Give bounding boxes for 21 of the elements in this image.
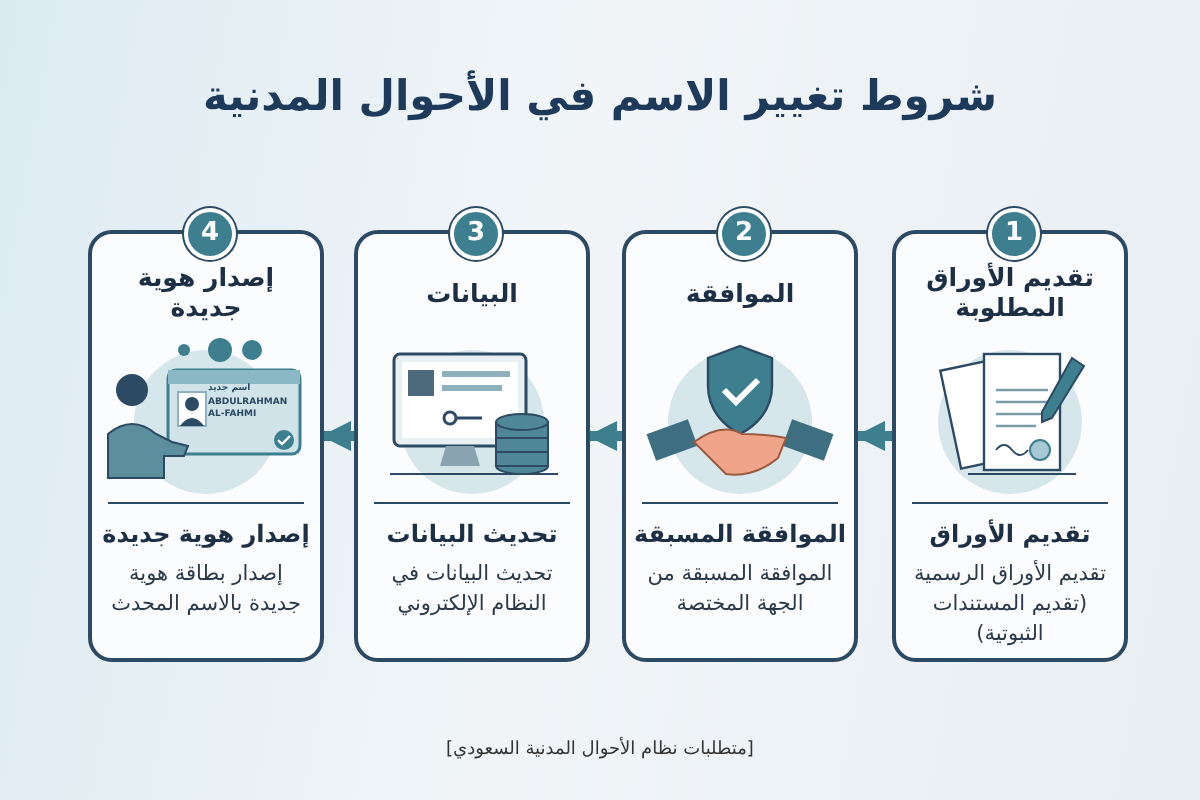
arrow [587, 421, 622, 451]
step-subheading: تقديم الأوراق [927, 520, 1093, 548]
step-heading: البيانات [424, 275, 520, 311]
step-heading: الموافقة [683, 275, 797, 312]
caption: [متطلبات نظام الأحوال المدنية السعودي] [444, 740, 756, 760]
step-description: إصدار بطاقة هوية جديدة بالاسم المحدث [109, 560, 303, 620]
step-number-badge: 1 [988, 208, 1040, 260]
step-number-badge: 3 [450, 208, 502, 260]
arrow [855, 421, 892, 451]
step-subheading: تحديث البيانات [384, 520, 560, 548]
step-heading: إصدار هوية جديدة [135, 260, 277, 326]
step-heading: تقديم الأوراق المطلوبة [924, 260, 1096, 326]
step-subheading: إصدار هوية جديدة [100, 520, 312, 548]
step-description: تحديث البيانات في النظام الإلكتروني [389, 560, 555, 620]
step-description: الموافقة المسبقة من الجهة المختصة [645, 560, 835, 620]
step-description: تقديم الأوراق الرسمية (تقديم المستندات الثبوتية) [911, 560, 1109, 650]
step-number-badge: 4 [184, 208, 236, 260]
step-subheading: الموافقة المسبقة [632, 520, 848, 548]
arrow [321, 421, 354, 451]
step-number-badge: 2 [718, 208, 770, 260]
title: شروط تغيير الاسم في الأحوال المدنية [200, 72, 1000, 120]
